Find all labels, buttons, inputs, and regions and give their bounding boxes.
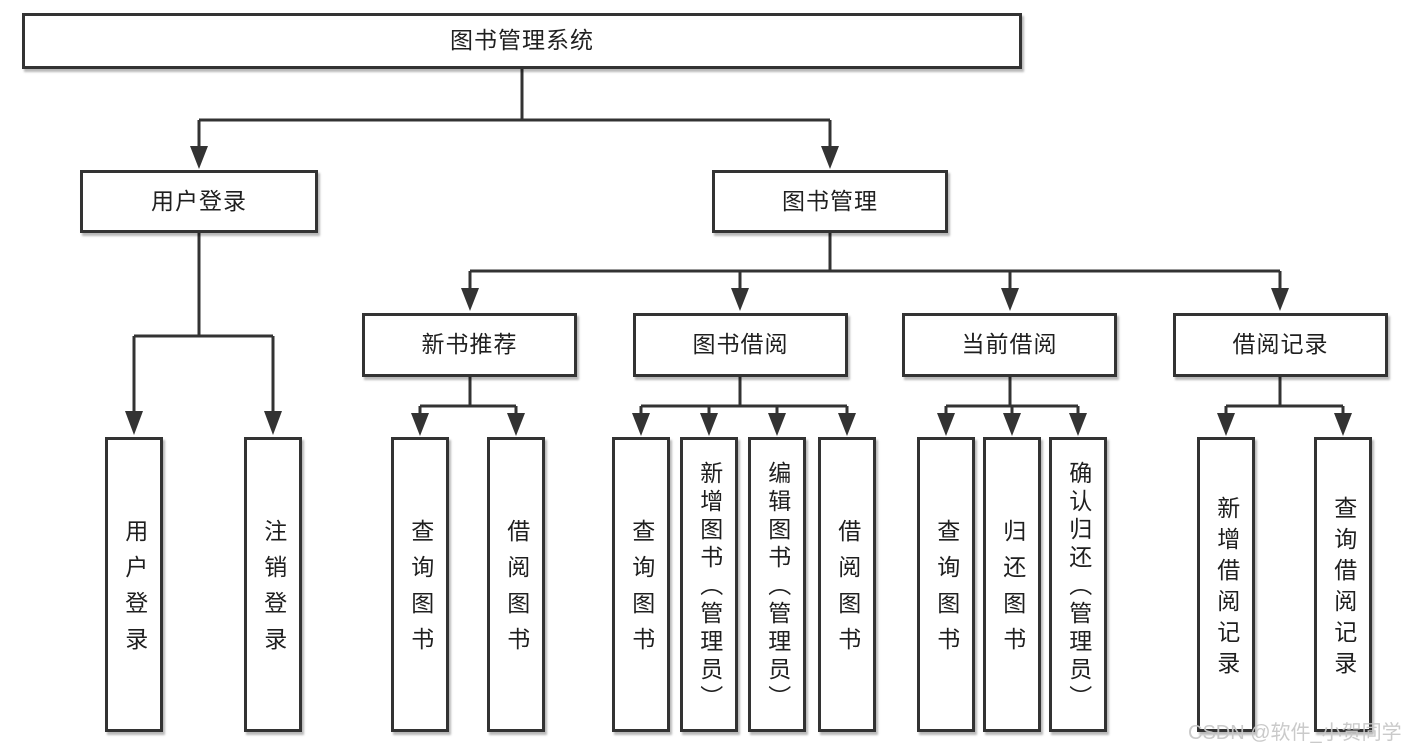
node-query-books-current: 查询图书 [917, 437, 975, 732]
node-root: 图书管理系统 [22, 13, 1022, 69]
edge-userlogin-to-leaves [132, 233, 275, 412]
edge-root-to-level2 [197, 69, 832, 148]
node-current-borrowing: 当前借阅 [902, 313, 1117, 377]
edge-newbook-to-leaves [418, 377, 518, 413]
node-label: 图书借阅 [692, 331, 789, 358]
node-query-books-newbook: 查询图书 [391, 437, 449, 732]
node-label: 图书管理系统 [450, 27, 594, 54]
node-user-login: 用户登录 [80, 170, 318, 233]
node-borrow-books-newbook: 借阅图书 [487, 437, 545, 732]
node-label: 借阅图书 [503, 519, 530, 663]
node-label: 确认归还（管理员） [1065, 461, 1092, 713]
node-label: 归还图书 [999, 519, 1026, 663]
node-label: 用户登录 [121, 519, 148, 663]
node-label: 新增借阅记录 [1213, 495, 1240, 682]
edge-bookborrow-to-leaves [639, 377, 849, 413]
node-query-borrow-record: 查询借阅记录 [1314, 437, 1372, 732]
edge-bookmgmt-to-level3 [468, 233, 1282, 289]
node-borrowing-records: 借阅记录 [1173, 313, 1388, 377]
node-edit-books-admin: 编辑图书（管理员） [748, 437, 806, 732]
edge-records-to-leaves [1224, 377, 1345, 413]
node-label: 查询图书 [407, 519, 434, 663]
node-confirm-return-admin: 确认归还（管理员） [1049, 437, 1107, 732]
node-user-login-leaf: 用户登录 [105, 437, 163, 732]
node-label: 新增图书（管理员） [696, 461, 723, 713]
node-label: 新书推荐 [421, 331, 518, 358]
node-label: 查询图书 [933, 519, 960, 663]
node-new-book-recommend: 新书推荐 [362, 313, 577, 377]
node-label: 借阅图书 [834, 519, 861, 663]
csdn-watermark: CSDN @软件_小贺同学 [1188, 722, 1402, 744]
arrowheads [125, 146, 1352, 436]
node-query-books-borrow: 查询图书 [612, 437, 670, 732]
node-book-management: 图书管理 [712, 170, 948, 233]
node-label: 查询图书 [628, 519, 655, 663]
node-label: 借阅记录 [1232, 331, 1329, 358]
node-label: 编辑图书（管理员） [764, 461, 791, 713]
node-borrow-books-borrow: 借阅图书 [818, 437, 876, 732]
node-add-borrow-record: 新增借阅记录 [1197, 437, 1255, 732]
node-book-borrowing: 图书借阅 [633, 313, 848, 377]
node-add-books-admin: 新增图书（管理员） [680, 437, 738, 732]
node-label: 用户登录 [151, 187, 247, 214]
node-label: 图书管理 [782, 187, 878, 214]
node-label: 当前借阅 [961, 331, 1058, 358]
node-logout: 注销登录 [244, 437, 302, 732]
node-label: 注销登录 [260, 519, 287, 663]
node-return-books: 归还图书 [983, 437, 1041, 732]
edge-currentborrow-to-leaves [944, 377, 1080, 413]
node-label: 查询借阅记录 [1330, 495, 1357, 682]
